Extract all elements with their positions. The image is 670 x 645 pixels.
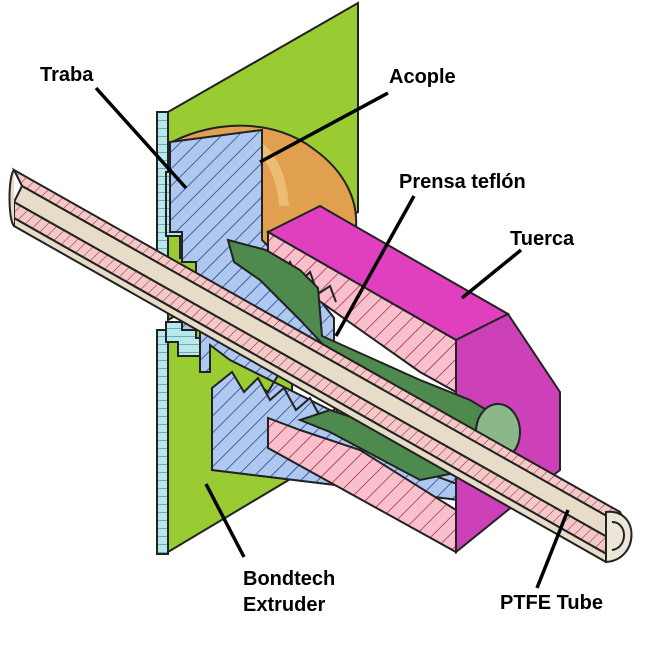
leader-acople (259, 91, 389, 164)
leader-lines (94, 86, 570, 589)
tuerca-section-lower (267, 416, 457, 554)
label-prensa-teflon: Prensa teflón (399, 171, 526, 193)
ptfe-tube-end-cap-inner (611, 521, 625, 551)
leader-bondtech (204, 483, 246, 558)
label-tuerca: Tuerca (510, 228, 575, 250)
label-bondtech-line2: Extruder (243, 594, 325, 616)
leader-prensa (334, 195, 416, 337)
ptfe-tube-start-cap (8, 169, 15, 227)
label-bondtech-line1: Bondtech (243, 568, 335, 590)
leader-traba (94, 86, 188, 190)
ptfe-tube (8, 167, 633, 564)
leader-tuerca (460, 248, 523, 300)
plate-cut-edge-lower (156, 329, 169, 555)
label-ptfe-tube: PTFE Tube (500, 592, 603, 614)
ptfe-tube-end-cap (605, 510, 633, 564)
leader-ptfe (535, 509, 570, 589)
label-acople: Acople (389, 66, 456, 88)
label-traba: Traba (40, 64, 94, 86)
